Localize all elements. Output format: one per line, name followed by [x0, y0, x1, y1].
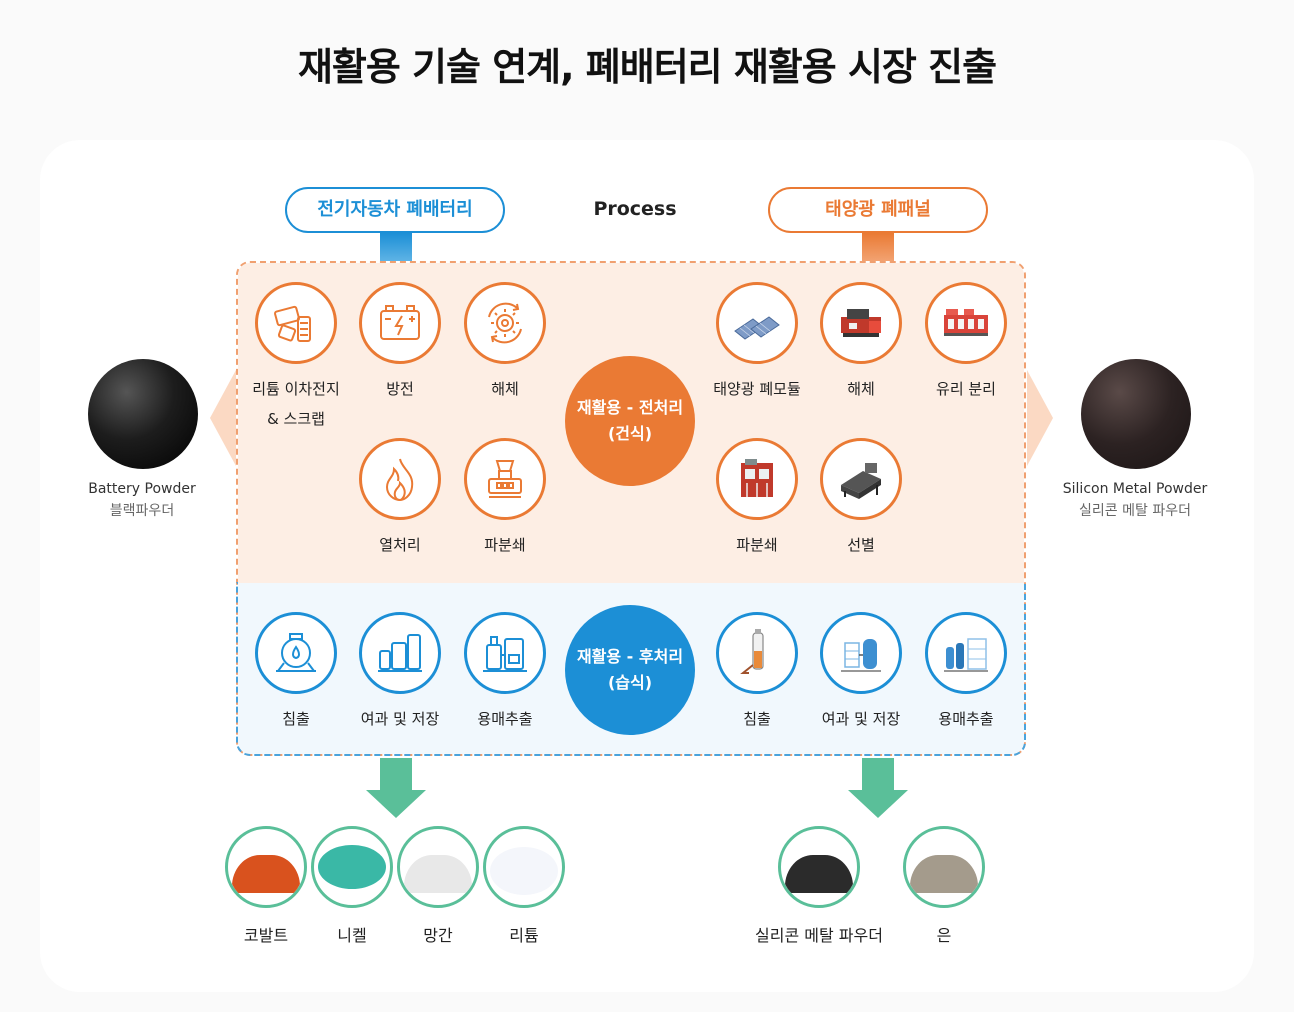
silicon-powder-image [1081, 359, 1191, 469]
crushing-label: 파분쇄 [484, 536, 526, 554]
leaching-column-icon [740, 629, 764, 674]
solar-module-node [716, 282, 798, 364]
gear-cycle-icon [488, 302, 522, 344]
cobalt-label: 코발트 [243, 926, 289, 945]
battery-output-arrow-head [366, 790, 426, 818]
solar-dismantle-node [820, 282, 902, 364]
solar-extraction-label: 용매추출 [938, 710, 994, 728]
extraction-unit-icon [483, 636, 527, 672]
ev-connector [380, 233, 412, 261]
cobalt-powder [225, 826, 307, 908]
battery-powder-image [88, 359, 198, 469]
discharge-label: 방전 [386, 380, 414, 398]
battery-scrap-node [255, 282, 337, 364]
solar-extraction-node [925, 612, 1007, 694]
glass-separation-node [925, 282, 1007, 364]
crusher-machine-icon [488, 460, 522, 498]
solar-panel-pill: 태양광 폐패널 [768, 187, 988, 233]
filtration-tanks-icon [378, 634, 422, 672]
battery-leaching-node [255, 612, 337, 694]
solar-leaching-label: 침출 [743, 710, 771, 728]
silver-label: 은 [936, 926, 952, 945]
flame-icon [385, 458, 414, 502]
solar-crushing-node [716, 438, 798, 520]
process-label: Process [593, 198, 677, 220]
sorting-label: 선별 [847, 536, 875, 554]
silicon-powder-label: Silicon Metal Powder 실리콘 메탈 파우더 [1062, 481, 1208, 519]
solar-leaching-node [716, 612, 798, 694]
car-battery-icon [380, 305, 420, 340]
crusher-tower-icon [741, 459, 773, 497]
heat-treatment-node [359, 438, 441, 520]
silicon-metal-label: 실리콘 메탈 파우더 [755, 926, 883, 945]
dismantle-label: 해체 [491, 380, 519, 398]
manganese-powder [397, 826, 479, 908]
battery-filtration-node [359, 612, 441, 694]
pre-treatment-center: 재활용 - 전처리 (건식) [565, 356, 695, 486]
sorting-machine-icon [841, 463, 881, 499]
lithium-label: 리튬 [509, 926, 539, 945]
page-title: 재활용 기술 연계, 폐배터리 재활용 시장 진출 [297, 45, 997, 89]
right-pointer [1027, 370, 1053, 466]
extraction-equipment-icon [944, 638, 988, 672]
glass-separation-label: 유리 분리 [936, 380, 996, 398]
battery-powder-label: Battery Powder 블랙파우더 [88, 481, 196, 519]
filter-tanks-icon [841, 639, 881, 672]
solar-filtration-node [820, 612, 902, 694]
battery-filtration-label: 여과 및 저장 [360, 710, 440, 728]
battery-scrap-label: 리튬 이차전지 & 스크랩 [252, 380, 340, 428]
left-pointer [210, 370, 236, 466]
separation-machine-icon [944, 309, 988, 336]
ev-battery-pill: 전기자동차 폐배터리 [285, 187, 505, 233]
solar-output-arrow-stem [862, 758, 894, 790]
crushing-node [464, 438, 546, 520]
solar-filtration-label: 여과 및 저장 [821, 710, 901, 728]
discharge-node [359, 282, 441, 364]
dismantling-machine-icon [841, 309, 881, 337]
lithium-powder [483, 826, 565, 908]
heat-treatment-label: 열처리 [379, 536, 421, 554]
nickel-powder [311, 826, 393, 908]
manganese-label: 망간 [423, 926, 453, 945]
nickel-label: 니켈 [337, 926, 367, 945]
battery-leaching-label: 침출 [282, 710, 310, 728]
solar-panel-icon [734, 316, 780, 340]
solar-dismantle-label: 해체 [847, 380, 875, 398]
solar-output-arrow-head [848, 790, 908, 818]
sorting-node [820, 438, 902, 520]
silver-powder [903, 826, 985, 908]
leaching-tank-icon [276, 633, 316, 672]
post-treatment-border [236, 582, 1026, 756]
silicon-metal-powder [778, 826, 860, 908]
battery-extraction-node [464, 612, 546, 694]
battery-output-arrow-stem [380, 758, 412, 790]
dismantle-node [464, 282, 546, 364]
battery-extraction-label: 용매추출 [477, 710, 533, 728]
post-treatment-center: 재활용 - 후처리 (습식) [565, 605, 695, 735]
solar-module-label: 태양광 폐모듈 [713, 380, 801, 398]
solar-connector [862, 233, 894, 261]
battery-scrap-icon [274, 305, 311, 342]
solar-crushing-label: 파분쇄 [736, 536, 778, 554]
